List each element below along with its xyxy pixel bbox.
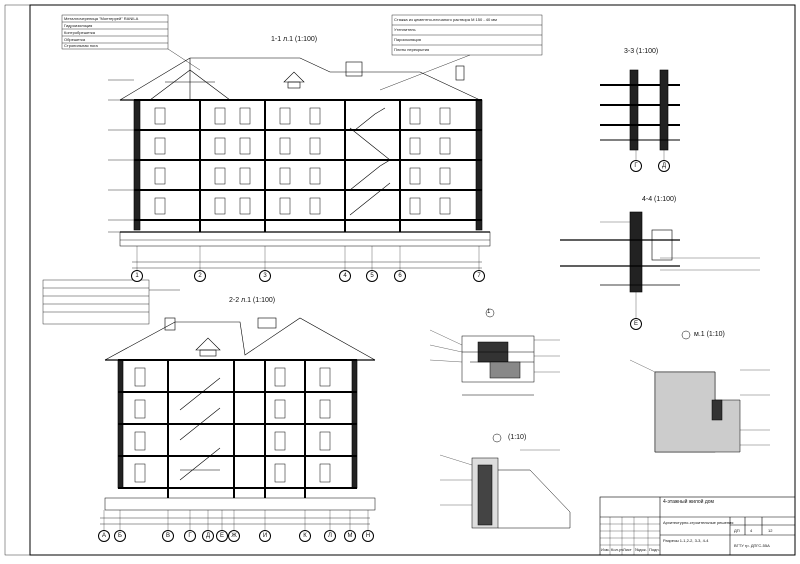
section-1-1-drawing: [108, 57, 491, 270]
stamp-col-kol: Кол.уч: [611, 547, 623, 552]
section-3-3-drawing: [600, 69, 680, 160]
detail-1-drawing: [429, 308, 560, 396]
detail-2-title: (1:10): [508, 434, 527, 441]
stamp-sheet: 4: [750, 528, 753, 533]
stamp-sheets-title: Разрезы 1-1,2-2, 3-3, 4-4: [663, 538, 709, 543]
axis-marker: 1: [131, 270, 143, 282]
section-1-1-title: 1-1 л.1 (1:100): [271, 36, 318, 43]
stamp-col-izm: Изм.: [601, 547, 610, 552]
stamp-col-sign: Подп.: [649, 547, 660, 552]
axis-marker: 4: [339, 270, 351, 282]
axis-marker: Е: [630, 318, 642, 330]
section-2-2-drawing: [100, 317, 376, 530]
axis-marker: А: [98, 530, 110, 542]
note-roof-3: Контробрешетка: [64, 30, 95, 35]
section-4-4-drawing: [560, 211, 760, 318]
axis-marker: К: [299, 530, 311, 542]
note-roof-2: Гидроизоляция: [64, 23, 93, 28]
section-4-4-title: 4-4 (1:100): [642, 196, 677, 203]
axis-marker: И: [259, 530, 271, 542]
axis-marker: Г: [630, 160, 642, 172]
note-floor-3: Пароизоляция: [394, 37, 421, 42]
stamp-sheets: 12: [768, 528, 773, 533]
axis-marker: 2: [194, 270, 206, 282]
axis-marker: Ж: [228, 530, 240, 542]
axis-marker: 7: [473, 270, 485, 282]
axis-marker: Л: [324, 530, 336, 542]
axis-marker: Е: [216, 530, 228, 542]
axis-marker: 3: [259, 270, 271, 282]
title-block: [599, 496, 796, 556]
section-2-2-title: 2-2 л.1 (1:100): [229, 297, 276, 304]
stamp-org: ВГТУ гр. ДПГС-55А: [734, 543, 770, 548]
note-roof-4: Обрешетка: [64, 37, 86, 42]
note-floor-4: Плиты перекрытия: [394, 47, 430, 52]
axis-marker: В: [162, 530, 174, 542]
axis-marker: М: [344, 530, 356, 542]
detail-m1-title: м.1 (1:10): [694, 331, 725, 338]
axis-marker: 5: [366, 270, 378, 282]
stamp-subtitle: Архитектурно-строительные решения: [663, 520, 734, 525]
note-floor-2: Утеплитель: [394, 27, 416, 32]
stamp-stage: ДП: [734, 528, 740, 533]
axis-marker: 6: [394, 270, 406, 282]
note-roof-1: Металлочерепица "Монтеррей" RANILA: [64, 16, 139, 21]
note-floor-1: Стяжка из цементно-песчаного раствора М …: [394, 17, 497, 22]
note-roof-5: Стропильная нога: [64, 43, 98, 48]
stamp-col-doc: №док.: [635, 547, 647, 552]
stamp-title: 4-этажный жилой дом: [663, 499, 714, 505]
detail-2-drawing: [439, 433, 571, 529]
stamp-col-list: Лист: [623, 547, 632, 552]
axis-marker: Б: [114, 530, 126, 542]
axis-marker: Д: [658, 160, 670, 172]
section-3-3-title: 3-3 (1:100): [624, 48, 659, 55]
detail-1-title: 1: [487, 309, 491, 315]
detail-m1-drawing: [629, 330, 770, 453]
axis-marker: Д: [202, 530, 214, 542]
axis-marker: Н: [362, 530, 374, 542]
axis-marker: Г: [184, 530, 196, 542]
